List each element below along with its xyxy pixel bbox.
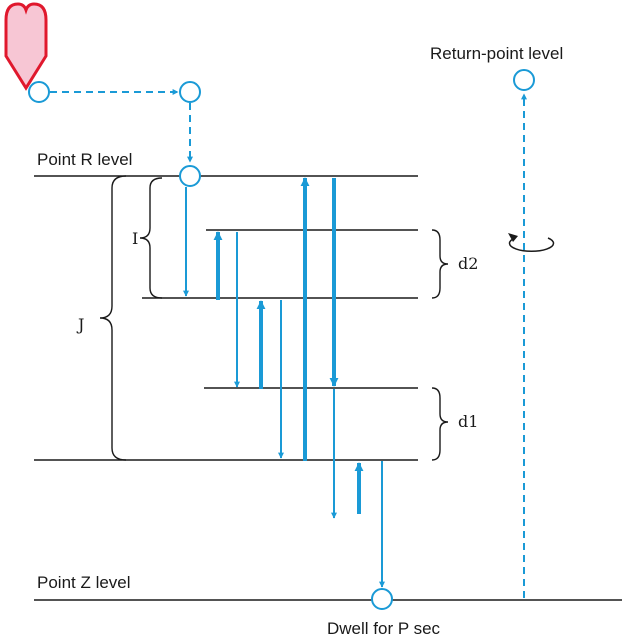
return-point-circle — [513, 69, 535, 91]
spindle-rotation-icon — [508, 233, 555, 253]
i-label: I — [132, 229, 138, 248]
i-brace — [139, 177, 163, 299]
d1-brace — [431, 387, 449, 461]
point-r-level-label: Point R level — [37, 150, 132, 169]
point-z-level-label: Point Z level — [37, 573, 131, 592]
j-brace — [99, 175, 127, 461]
drill-tool-icon — [4, 2, 48, 91]
d2-brace — [431, 229, 449, 299]
initial-point-circle — [179, 81, 201, 103]
point-r-circle — [179, 165, 201, 187]
start-point-circle — [28, 81, 50, 103]
return-point-level-label: Return-point level — [430, 44, 563, 63]
j-label: J — [76, 315, 84, 334]
d2-label: d2 — [458, 254, 478, 273]
dwell-label: Dwell for P sec — [327, 619, 441, 638]
d1-label: d1 — [458, 412, 478, 431]
point-z-circle — [371, 588, 393, 610]
